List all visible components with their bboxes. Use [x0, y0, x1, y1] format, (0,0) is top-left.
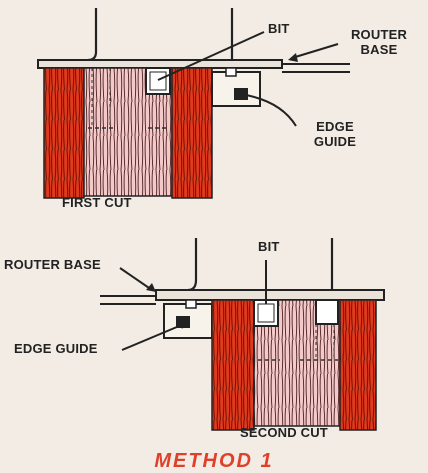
router-base-label: ROUTER BASE: [4, 257, 101, 272]
red-board-left: [43, 67, 85, 199]
router-handle-left: [187, 238, 198, 292]
edge-guide-label-line1: EDGE: [316, 119, 354, 134]
method-title: METHOD 1: [154, 450, 274, 472]
first-cut-diagram: [37, 8, 350, 199]
router-base-label-line1: ROUTER: [350, 27, 408, 42]
router-handle-left: [87, 8, 98, 62]
red-board-left: [211, 299, 255, 431]
edge-guide-leader: [121, 323, 185, 351]
router-base-leader: [291, 43, 339, 59]
second-cut-caption: SECOND CUT: [240, 425, 328, 440]
edge-guide-label: EDGE GUIDE: [14, 341, 98, 356]
edge-guide-label-line2: GUIDE: [313, 133, 357, 149]
first-cut-caption: FIRST CUT: [62, 195, 132, 210]
bit-label: BIT: [258, 239, 280, 254]
second-cut-diagram: [100, 238, 385, 431]
bit-label: BIT: [268, 21, 290, 36]
router-base-plate: [37, 59, 283, 69]
router-base-label-line2: BASE: [360, 41, 398, 57]
router-base-plate: [155, 289, 385, 301]
edge-guide-leader: [239, 93, 297, 127]
red-board-right: [339, 299, 377, 431]
router-base-leader: [119, 267, 153, 291]
red-board-right: [171, 67, 213, 199]
router-base-label: ROUTER BASE: [344, 27, 414, 58]
edge-guide-label: EDGE GUIDE: [300, 119, 370, 150]
bit-leader: [157, 31, 265, 81]
